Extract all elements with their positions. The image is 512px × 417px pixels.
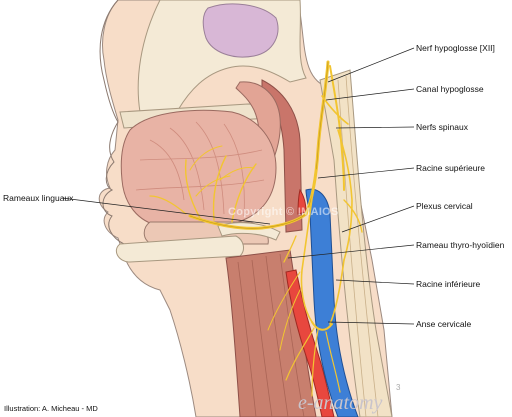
superior-root <box>300 169 317 323</box>
label-inferior-root: Racine inférieure <box>416 279 481 289</box>
leader-hypoglossal-canal <box>325 88 415 101</box>
copyright-watermark: Copyright © IMAIOS <box>228 206 339 218</box>
label-cervical-plexus: Plexus cervical <box>416 201 473 211</box>
leader-thyrohyoid <box>287 244 415 259</box>
leader-inferior-root <box>335 279 415 285</box>
leader-cervical-plexus <box>341 205 415 233</box>
inferior-root <box>329 259 345 325</box>
leader-ansa <box>327 321 415 325</box>
label-superior-root: Racine supérieure <box>416 163 485 173</box>
hypoglossal-nerve-outline <box>189 61 329 229</box>
label-hypoglossal-nerve: Nerf hypoglosse [XII] <box>416 43 495 53</box>
pituitary-region <box>202 3 279 58</box>
lingual-branch-4 <box>149 195 187 215</box>
muscle-striations <box>237 253 305 417</box>
cervical-plexus-branch <box>343 199 363 233</box>
spinal-nerve-1 <box>329 65 345 191</box>
ansa-cervicalis-loop <box>311 321 333 331</box>
label-hypoglossal-canal: Canal hypoglosse <box>416 84 484 94</box>
lingual-branch-7 <box>189 145 223 171</box>
artery-upper <box>297 188 307 215</box>
spinal-nerve-2 <box>321 95 349 125</box>
face-profile <box>99 0 125 245</box>
label-spinal-nerves: Nerfs spinaux <box>416 122 468 132</box>
carotid-artery <box>285 269 335 417</box>
illustration-credit: Illustration: A. Micheau - MD <box>4 404 98 413</box>
nerves <box>149 60 363 397</box>
lingual-branch-1 <box>184 159 201 219</box>
leader-spinal-nerves <box>335 126 415 129</box>
leader-superior-root <box>317 167 415 179</box>
ansa-branch-2 <box>311 329 319 397</box>
leader-lines <box>61 47 415 325</box>
brand-number: 3 <box>396 383 401 392</box>
thyrohyoid-branch <box>283 235 297 263</box>
tongue <box>120 109 277 227</box>
muscle-branch-1 <box>267 271 301 331</box>
lingual-branch-5 <box>195 175 231 197</box>
muscle-branch-2 <box>279 289 301 351</box>
spinal-nerve-3 <box>337 129 353 261</box>
ansa-branch-3 <box>325 331 341 393</box>
tongue-fibers <box>135 121 265 217</box>
lingual-branch-2 <box>212 155 227 221</box>
prevertebral-region <box>319 69 393 417</box>
leader-lingual <box>61 197 271 225</box>
brand-logo: e-anatomy <box>298 392 383 414</box>
label-lingual-branches: Rameaux linguaux <box>3 193 74 203</box>
label-ansa-cervicalis: Anse cervicale <box>416 319 472 329</box>
label-thyrohyoid-branch: Rameau thyro-hyoïdien <box>416 240 505 250</box>
jugular-vein <box>305 188 359 417</box>
lingual-branch-6 <box>219 167 255 181</box>
ansa-branch-1 <box>285 327 315 381</box>
leader-hypoglossal-nerve <box>327 47 415 83</box>
